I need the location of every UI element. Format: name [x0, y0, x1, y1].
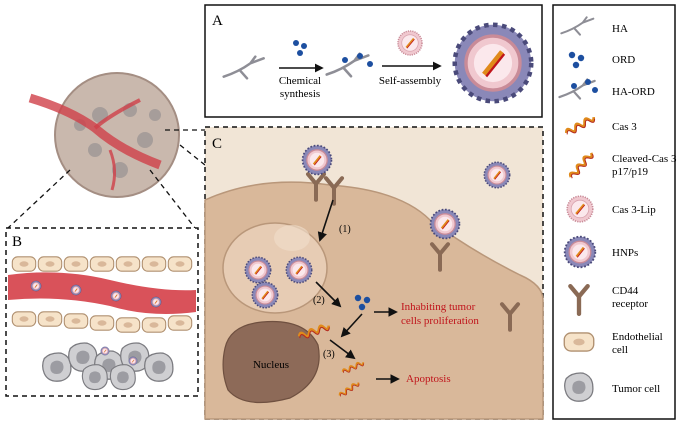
legend-endothelial-icon — [563, 332, 595, 352]
panel-b-letter: B — [12, 234, 22, 250]
nucleus — [222, 320, 320, 404]
legend-label-cleaved-cas3-1: Cleaved-Cas 3 — [612, 153, 677, 165]
step1-line2: synthesis — [280, 88, 320, 100]
outcome-1-line2: cells proliferation — [401, 315, 479, 327]
legend-label-endothelial-1: Endothelial — [612, 331, 663, 343]
endosome-hnp-3 — [285, 256, 313, 284]
outcome-1-line1: Inhabiting tumor — [401, 301, 476, 313]
legend-label-cas3: Cas 3 — [612, 121, 637, 133]
bound-hnp-2 — [429, 208, 461, 240]
vessel-top-endothelium — [11, 256, 193, 272]
step2-label: Self-assembly — [379, 75, 442, 87]
bound-hnp-1 — [301, 144, 333, 176]
panel-c: C Nucleus (1) (2) Inhabiting tumor cells… — [204, 126, 544, 420]
nucleus-label: Nucleus — [253, 359, 289, 371]
released-ord — [354, 294, 371, 311]
legend-label-cleaved-cas3-2: p17/p19 — [612, 166, 649, 178]
panel-c-letter: C — [212, 136, 222, 152]
legend-label-cas3-lip: Cas 3-Lip — [612, 204, 656, 216]
legend-label-tumor-cell: Tumor cell — [612, 383, 660, 395]
panel-a: A Chemical synthesis Self-assembly — [204, 4, 543, 118]
endosome-hnp-1 — [244, 256, 272, 284]
legend-label-ord: ORD — [612, 54, 635, 66]
legend-cas3-lip-icon — [566, 195, 594, 223]
step-1-label: (1) — [339, 224, 351, 235]
legend: HA ORD HA-ORD Cas 3 Cleaved-Cas 3 p17/p1… — [552, 4, 677, 420]
cas3-lip-icon — [397, 30, 423, 56]
tumor-spheroid — [28, 72, 180, 198]
legend-label-endothelial-2: cell — [612, 344, 628, 356]
outcome-2-label: Apoptosis — [406, 373, 451, 385]
panel-b: B — [5, 227, 199, 397]
legend-label-hnps: HNPs — [612, 247, 638, 259]
free-hnp — [483, 161, 511, 189]
legend-hnps-icon — [563, 235, 597, 269]
zoom-lines — [7, 129, 206, 229]
legend-ord-icon — [568, 51, 585, 69]
endosome-hnp-2 — [251, 281, 279, 309]
legend-label-ha-ord: HA-ORD — [612, 86, 655, 98]
blood-vessel — [8, 272, 196, 314]
legend-label-cd44-1: CD44 — [612, 285, 639, 297]
step1-line1: Chemical — [279, 75, 321, 87]
legend-ha-ord-icon — [558, 78, 598, 100]
legend-tumor-cell-icon — [564, 372, 594, 402]
panel-a-letter: A — [212, 13, 223, 29]
legend-label-ha: HA — [612, 23, 628, 35]
hnp-large-icon — [455, 25, 532, 102]
ha-ord-icon — [325, 52, 373, 78]
ord-icon — [293, 40, 307, 56]
legend-label-cd44-2: receptor — [612, 298, 648, 310]
step-3-label: (3) — [323, 349, 335, 360]
step-2-label: (2) — [313, 295, 325, 306]
